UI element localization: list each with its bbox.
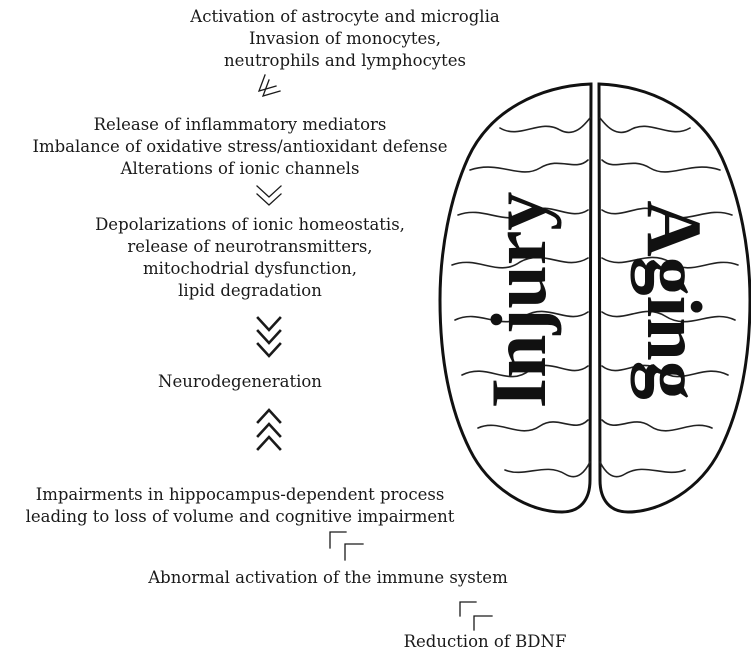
arrow-down-icon <box>256 316 282 358</box>
block-bdnf-reduction: Reduction of BDNF <box>400 631 570 653</box>
arrow-corner-icon <box>329 531 364 561</box>
block-line: Activation of astrocyte and microglia <box>190 7 500 26</box>
block-inflammatory-release: Release of inflammatory mediators Imbala… <box>0 114 480 180</box>
block-line: Impairments in hippocampus-dependent pro… <box>35 485 445 504</box>
block-glial-activation: Activation of astrocyte and microglia In… <box>150 6 540 72</box>
block-line: Alterations of ionic channels <box>120 159 360 178</box>
injury-label: Injury <box>475 192 562 409</box>
block-neurodegeneration: Neurodegeneration <box>120 371 360 393</box>
block-line: Imbalance of oxidative stress/antioxidan… <box>32 137 448 156</box>
block-line: leading to loss of volume and cognitive … <box>25 507 455 526</box>
block-immune-activation: Abnormal activation of the immune system <box>128 567 528 589</box>
left-hemisphere <box>438 82 593 514</box>
block-line: Reduction of BDNF <box>403 632 567 651</box>
brain-illustration: Injury Aging <box>438 82 751 514</box>
brain-sulci <box>451 117 739 478</box>
arrow-corner-icon <box>459 601 493 631</box>
block-line: Release of inflammatory mediators <box>93 115 387 134</box>
arrow-up-icon <box>256 408 282 451</box>
block-line: Abnormal activation of the immune system <box>148 568 508 587</box>
block-line: mitochodrial dysfunction, <box>142 259 358 278</box>
block-hippocampus-impairment: Impairments in hippocampus-dependent pro… <box>0 484 480 528</box>
block-line: release of neurotransmitters, <box>127 237 373 256</box>
block-line: neutrophils and lymphocytes <box>224 51 466 70</box>
arrow-down-icon <box>257 74 281 97</box>
block-line: Neurodegeneration <box>158 372 322 391</box>
right-hemisphere <box>597 82 751 514</box>
block-line: lipid degradation <box>178 281 322 300</box>
aging-label: Aging <box>631 200 718 399</box>
block-line: Invasion of monocytes, <box>249 29 441 48</box>
block-line: Depolarizations of ionic homeostatis, <box>95 215 405 234</box>
arrow-down-icon <box>256 185 282 206</box>
block-ionic-depolarization: Depolarizations of ionic homeostatis, re… <box>60 214 440 302</box>
